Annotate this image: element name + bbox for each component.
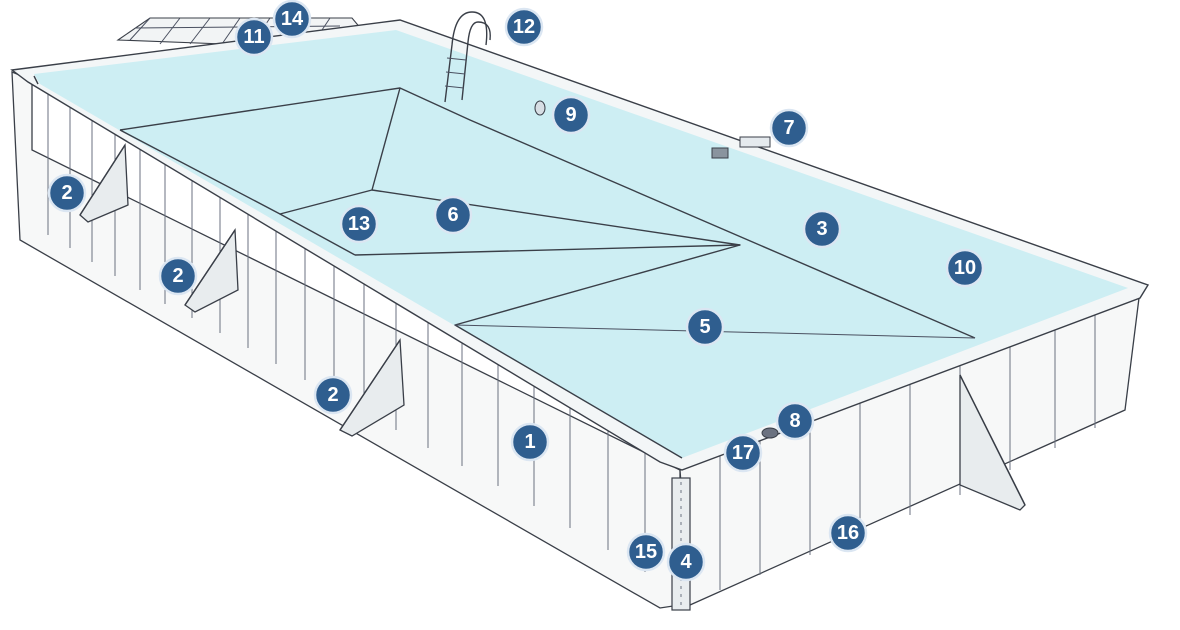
brace-right [959, 374, 1026, 511]
marker-13: 13 [339, 204, 379, 244]
marker-17: 17 [723, 433, 763, 473]
skimmer-opening [711, 147, 729, 159]
marker-11: 11 [234, 17, 274, 57]
inlet-nozzle [534, 100, 546, 116]
marker-4: 4 [666, 542, 706, 582]
svg-text:15: 15 [635, 541, 657, 563]
svg-text:2: 2 [172, 265, 183, 287]
marker-8: 8 [775, 401, 815, 441]
marker-1: 1 [510, 422, 550, 462]
svg-text:12: 12 [513, 16, 535, 38]
marker-15: 15 [626, 532, 666, 572]
pool-ladder [444, 11, 491, 103]
svg-text:10: 10 [954, 257, 976, 279]
svg-text:5: 5 [699, 316, 710, 338]
pool-basin [10, 19, 1150, 471]
marker-2a: 2 [47, 173, 87, 213]
marker-12: 12 [504, 7, 544, 47]
svg-text:13: 13 [348, 213, 370, 235]
brace-front [339, 338, 405, 437]
support-braces [79, 142, 1026, 511]
skimmer-7 [739, 136, 771, 148]
svg-text:2: 2 [327, 384, 338, 406]
svg-text:17: 17 [732, 442, 754, 464]
svg-text:6: 6 [447, 204, 458, 226]
marker-10: 10 [945, 248, 985, 288]
marker-14: 14 [272, 0, 312, 39]
brace-left [79, 142, 129, 223]
svg-text:14: 14 [281, 8, 304, 30]
marker-2c: 2 [313, 375, 353, 415]
svg-text:2: 2 [61, 182, 72, 204]
marker-7: 7 [769, 108, 809, 148]
marker-5: 5 [685, 307, 725, 347]
markers: 1 2 2 2 3 4 5 6 7 8 9 10 11 12 13 14 15 … [47, 0, 985, 582]
svg-text:8: 8 [789, 410, 800, 432]
marker-3: 3 [802, 209, 842, 249]
light-8 [761, 427, 779, 439]
svg-text:11: 11 [243, 26, 264, 48]
svg-text:9: 9 [565, 104, 576, 126]
brace-middle [184, 228, 239, 313]
fittings [534, 100, 779, 439]
svg-text:16: 16 [837, 522, 859, 544]
svg-text:1: 1 [524, 431, 535, 453]
svg-text:7: 7 [783, 117, 794, 139]
svg-text:4: 4 [680, 551, 692, 573]
marker-9: 9 [551, 95, 591, 135]
marker-2b: 2 [158, 256, 198, 296]
svg-text:3: 3 [816, 218, 827, 240]
marker-16: 16 [828, 513, 868, 553]
marker-6: 6 [433, 195, 473, 235]
